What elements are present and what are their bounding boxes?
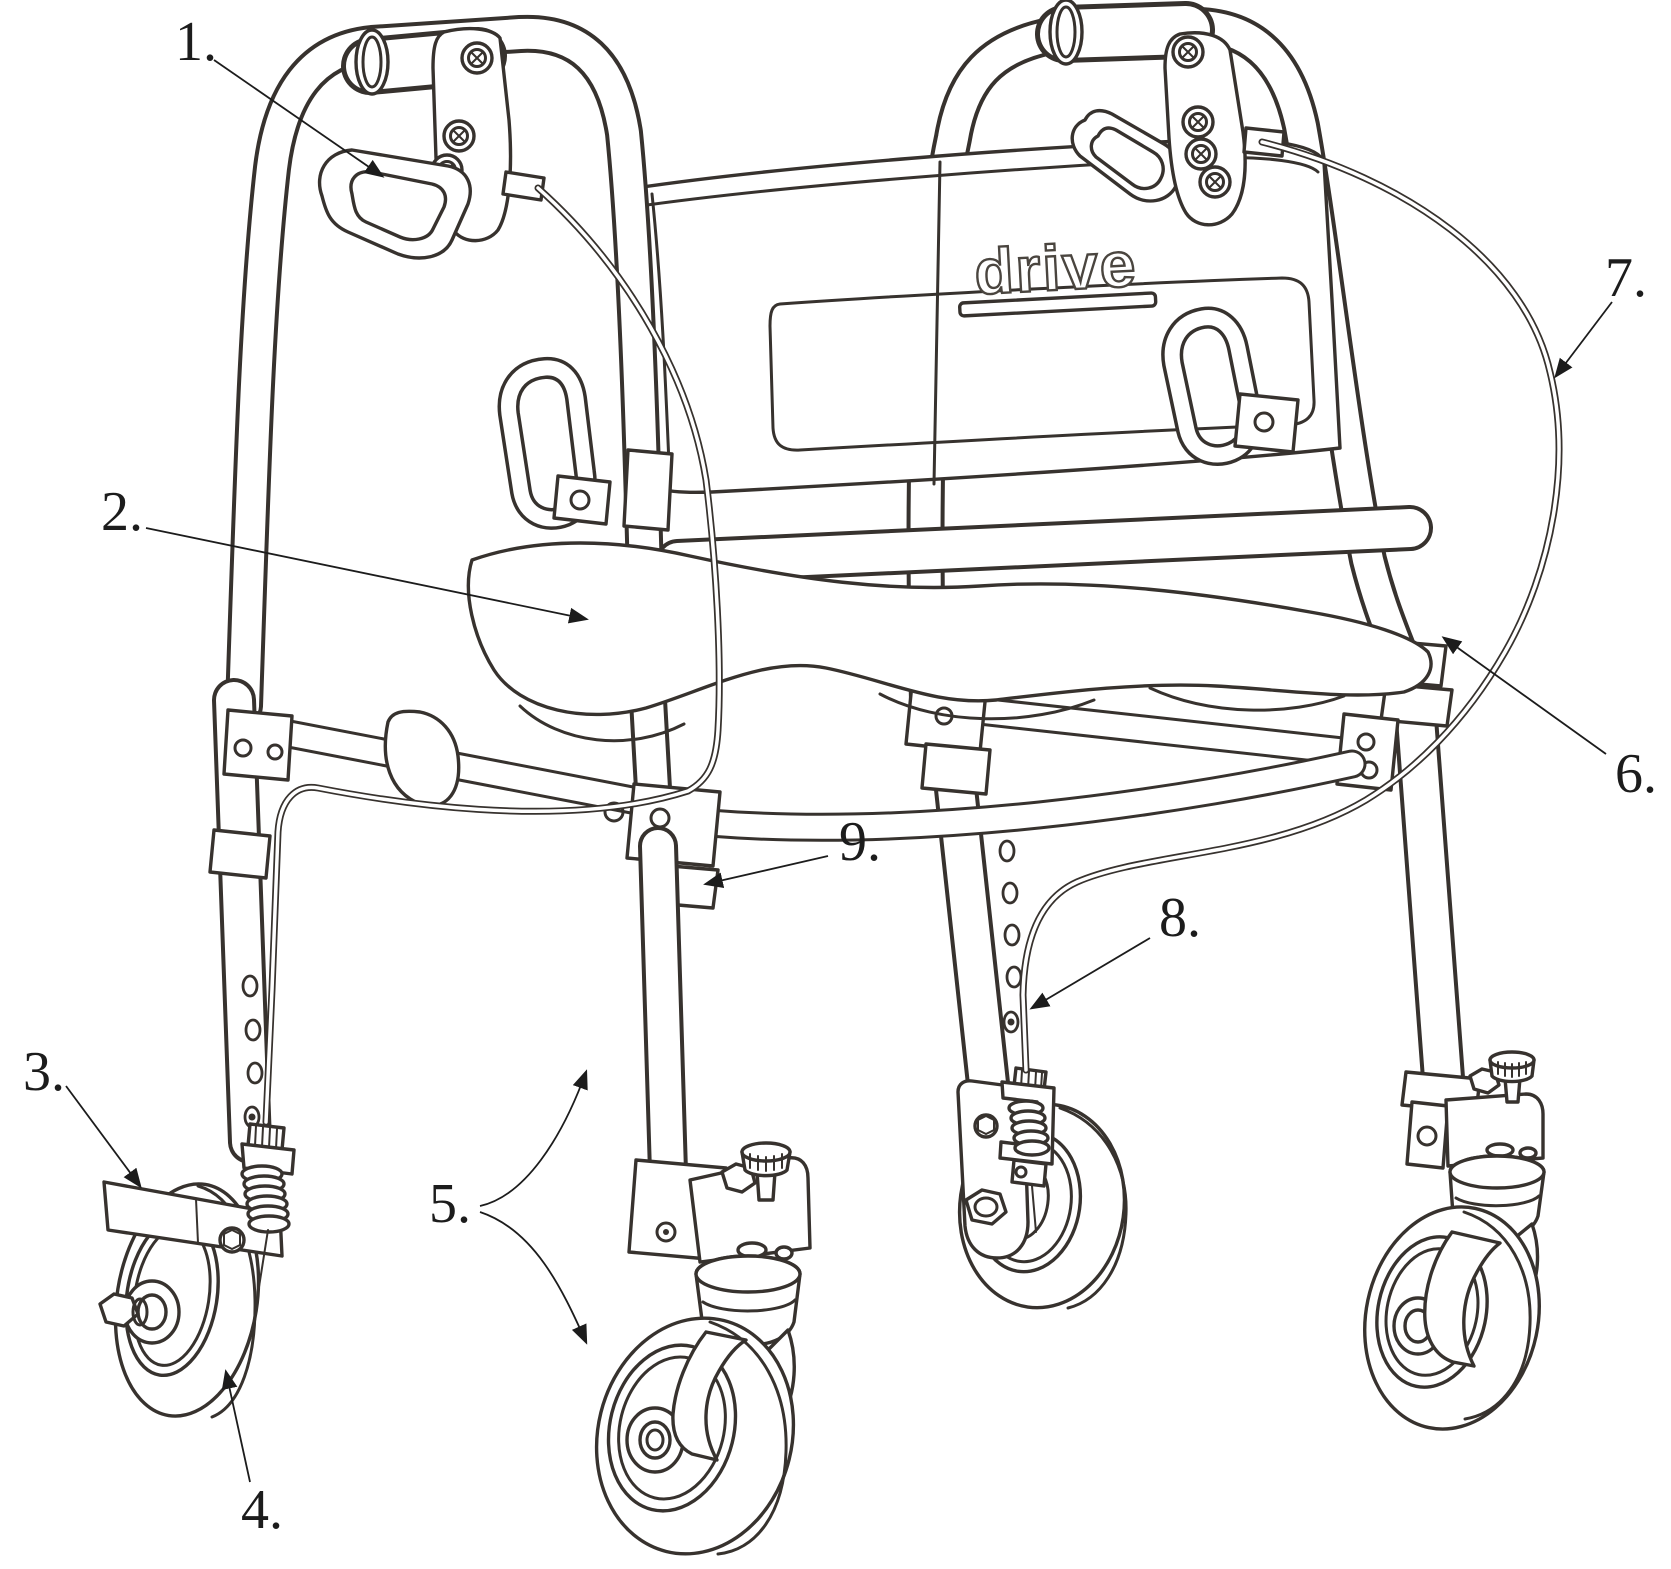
callout-3: 3. — [23, 1041, 142, 1189]
callout-4-leader — [221, 1369, 251, 1483]
callout-9-label: 9. — [839, 811, 881, 873]
seat-release-loop-left — [509, 368, 674, 532]
backrest-panel: drive — [620, 138, 1342, 495]
screw-icon — [442, 119, 476, 153]
left-side-frame — [208, 34, 722, 1172]
rear-caster-lock-pin — [1488, 1050, 1536, 1104]
rear-right-caster-assembly — [1363, 1050, 1546, 1431]
left-handle-assembly — [317, 26, 546, 260]
right-handle-assembly — [1048, 0, 1286, 227]
left-brake-lever — [317, 148, 472, 260]
screw-icon — [460, 41, 494, 75]
callout-6-leader — [1441, 636, 1607, 755]
callout-3-leader — [65, 1085, 142, 1189]
seat-release-loop-right — [1172, 318, 1300, 455]
callout-8-leader — [1029, 937, 1151, 1010]
callout-4: 4. — [221, 1369, 283, 1541]
front-right-wheel-assembly — [956, 1066, 1128, 1310]
front-left-wheel-assembly — [98, 1099, 296, 1419]
caster-fork — [671, 1330, 748, 1462]
left-grip-collar — [354, 28, 390, 96]
screw-icon — [1171, 35, 1205, 69]
callout-4-label: 4. — [241, 1479, 283, 1541]
callout-1: 1. — [175, 11, 385, 178]
front-left-brake-spring-clamp — [240, 1099, 296, 1307]
callout-8-label: 8. — [1159, 887, 1201, 949]
callout-8: 8. — [1029, 887, 1201, 1010]
center-caster-assembly — [594, 1141, 812, 1556]
callout-5-label: 5. — [429, 1173, 471, 1235]
callout-7-label: 7. — [1605, 247, 1647, 309]
callout-3-label: 3. — [23, 1041, 65, 1103]
right-brake-lever — [1070, 108, 1182, 203]
callout-7: 7. — [1554, 247, 1647, 379]
caster-lock-pin — [740, 1141, 792, 1202]
callout-2-leader — [145, 527, 589, 624]
callout-1-label: 1. — [175, 11, 217, 73]
front-left-hinge-collar — [222, 708, 294, 782]
front-right-axle-bolt — [964, 1188, 1008, 1226]
seat-side-drape — [383, 709, 461, 808]
callout-6-label: 6. — [1615, 743, 1657, 805]
right-grip-collar — [1048, 0, 1084, 66]
callout-5-leader-lower — [479, 1211, 588, 1345]
screw-icon — [1184, 137, 1218, 171]
drive-logo-underline — [957, 291, 1158, 318]
callout-1-leader — [213, 59, 385, 178]
drive-logo: drive — [957, 227, 1158, 318]
front-left-leg-adjustment-holes — [241, 974, 264, 1129]
callout-2-label: 2. — [101, 481, 143, 543]
rear-caster-lock-bracket — [1444, 1092, 1545, 1168]
front-right-brake-spring-clamp — [998, 1066, 1056, 1233]
callout-2: 2. — [101, 481, 589, 624]
callout-7-leader — [1554, 301, 1613, 379]
callout-5-leader-upper — [479, 1069, 588, 1207]
seat-assembly — [383, 528, 1431, 808]
callout-5: 5. — [429, 1069, 588, 1345]
callouts: 1. 2. 3. 4. 5. 6. 7. 8. — [23, 11, 1657, 1541]
left-cable-fitting — [501, 170, 546, 202]
front-right-leg-adjustment-holes — [998, 839, 1023, 1034]
callout-9-leader — [703, 855, 829, 888]
screw-icon — [1181, 105, 1215, 139]
rear-caster-fork — [1423, 1230, 1502, 1368]
screw-icon — [1198, 165, 1232, 199]
callout-9: 9. — [703, 811, 881, 888]
front-left-axle-nut — [98, 1292, 140, 1328]
rear-cross-rail — [660, 764, 1352, 827]
callout-6: 6. — [1441, 636, 1657, 805]
